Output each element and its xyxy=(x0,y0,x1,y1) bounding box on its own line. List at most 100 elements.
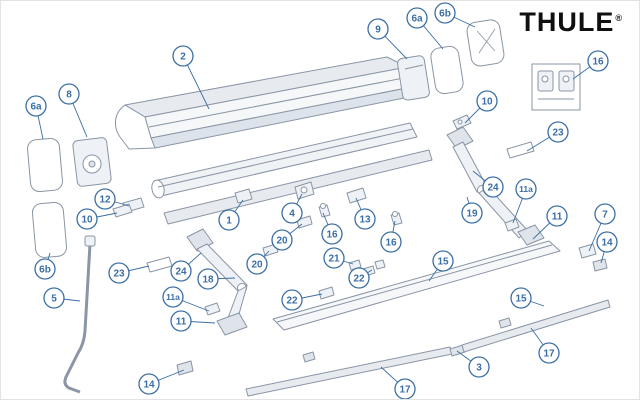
callout-19: 19 xyxy=(461,196,483,224)
callout-number: 7 xyxy=(602,210,608,221)
callout-number: 24 xyxy=(487,183,499,194)
callout-circle xyxy=(367,18,389,40)
callout-circle xyxy=(432,250,454,272)
callout-number: 3 xyxy=(476,363,482,374)
callout-circle xyxy=(246,253,268,275)
logo-text: THULE xyxy=(519,7,615,37)
callout-circle xyxy=(170,310,192,332)
part-10-link-left xyxy=(112,203,133,218)
callout-circle xyxy=(76,208,98,230)
callout-number: 21 xyxy=(328,254,340,265)
fabric-panel xyxy=(272,240,561,331)
thule-logo: THULE® xyxy=(519,9,623,36)
end-cap-6b-right-detail xyxy=(476,28,496,54)
callout-circle xyxy=(108,262,130,284)
callout-number: 10 xyxy=(481,97,493,108)
rail-clip-b xyxy=(498,317,512,329)
callout-16: 16 xyxy=(321,212,343,245)
mounting-rail-right xyxy=(461,299,611,353)
mounting-rails xyxy=(245,299,611,397)
callout-24: 24 xyxy=(170,252,202,282)
callout-circle xyxy=(138,373,160,395)
part-1-bracket xyxy=(234,188,253,204)
callout-circle xyxy=(94,188,116,210)
end-cap-6a-left xyxy=(27,137,63,193)
callout-circle xyxy=(406,7,428,29)
roller-end xyxy=(151,179,165,199)
callout-number: 15 xyxy=(515,294,527,305)
callout-6b: 6b xyxy=(434,2,476,28)
callout-number: 6a xyxy=(30,102,42,113)
callout-number: 16 xyxy=(326,230,338,241)
right-end-parts xyxy=(397,19,505,101)
callout-24: 24 xyxy=(472,170,504,198)
callout-circle xyxy=(197,268,219,290)
callout-12: 12 xyxy=(94,188,130,210)
callout-number: 6a xyxy=(411,14,423,25)
callout-number: 22 xyxy=(286,296,298,307)
callout-circle xyxy=(482,176,504,198)
callout-circle xyxy=(461,202,483,224)
callout-6a: 6a xyxy=(25,95,47,140)
callout-circle xyxy=(434,2,456,24)
callout-circle xyxy=(281,289,303,311)
end-cap-9-detail xyxy=(404,64,424,70)
callout-circle xyxy=(594,203,616,225)
part-10-link-right-hole xyxy=(457,119,463,125)
callout-11a: 11a xyxy=(512,178,537,224)
callout-number: 6b xyxy=(439,9,451,20)
callout-number: 13 xyxy=(359,215,371,226)
callout-number: 17 xyxy=(399,385,411,396)
end-cap-9 xyxy=(397,55,430,101)
callout-14: 14 xyxy=(138,369,185,395)
roller-detail-line xyxy=(157,128,414,188)
case-end-profile xyxy=(114,104,156,150)
arm-left-foot xyxy=(216,312,248,336)
end-cap-6b-left xyxy=(31,201,68,258)
callout-circle xyxy=(546,205,568,227)
callout-number: 17 xyxy=(543,349,555,360)
callout-number: 20 xyxy=(251,260,263,271)
callout-number: 12 xyxy=(99,195,111,206)
end-cap-6a-right xyxy=(430,45,464,95)
callout-number: 8 xyxy=(66,90,72,101)
callout-number: 11a xyxy=(166,292,180,302)
callout-number: 11 xyxy=(552,212,563,223)
callout-circle xyxy=(281,202,303,224)
arm-right-upper xyxy=(452,141,488,193)
part-23-strip-right xyxy=(506,141,535,159)
callout-number: 15 xyxy=(437,257,449,268)
left-end-parts xyxy=(27,137,112,258)
callout-number: 16 xyxy=(592,57,604,68)
part-23-strip-left xyxy=(146,256,173,273)
callout-17: 17 xyxy=(530,327,560,364)
part-11a-pad-right xyxy=(504,218,520,232)
roller-tube xyxy=(151,122,418,199)
small-hardware-parts xyxy=(112,114,608,376)
callout-circle xyxy=(172,45,194,67)
callout-circle xyxy=(547,121,569,143)
part-14-cap-left xyxy=(176,360,194,376)
callout-circle xyxy=(25,95,47,117)
crank-rod-tip xyxy=(84,235,96,247)
callout-number: 24 xyxy=(175,267,187,278)
callout-17: 17 xyxy=(380,366,416,399)
arm-right-shoulder-bracket xyxy=(446,126,474,150)
callout-4: 4 xyxy=(281,193,303,224)
callout-23: 23 xyxy=(526,121,569,152)
callout-10: 10 xyxy=(76,208,118,230)
callout-circle xyxy=(394,378,416,399)
callout-circle xyxy=(58,83,80,105)
part-14-cap-right xyxy=(592,258,608,272)
callout-circle xyxy=(170,260,192,282)
gear-hub xyxy=(88,160,96,168)
callout-16: 16 xyxy=(572,50,609,80)
callout-3: 3 xyxy=(456,350,490,378)
part-4-hole xyxy=(300,186,308,194)
callout-circle xyxy=(34,258,56,280)
registered-trademark-icon: ® xyxy=(615,13,623,23)
arm-right-foot xyxy=(517,224,545,246)
callout-9: 9 xyxy=(367,18,408,60)
